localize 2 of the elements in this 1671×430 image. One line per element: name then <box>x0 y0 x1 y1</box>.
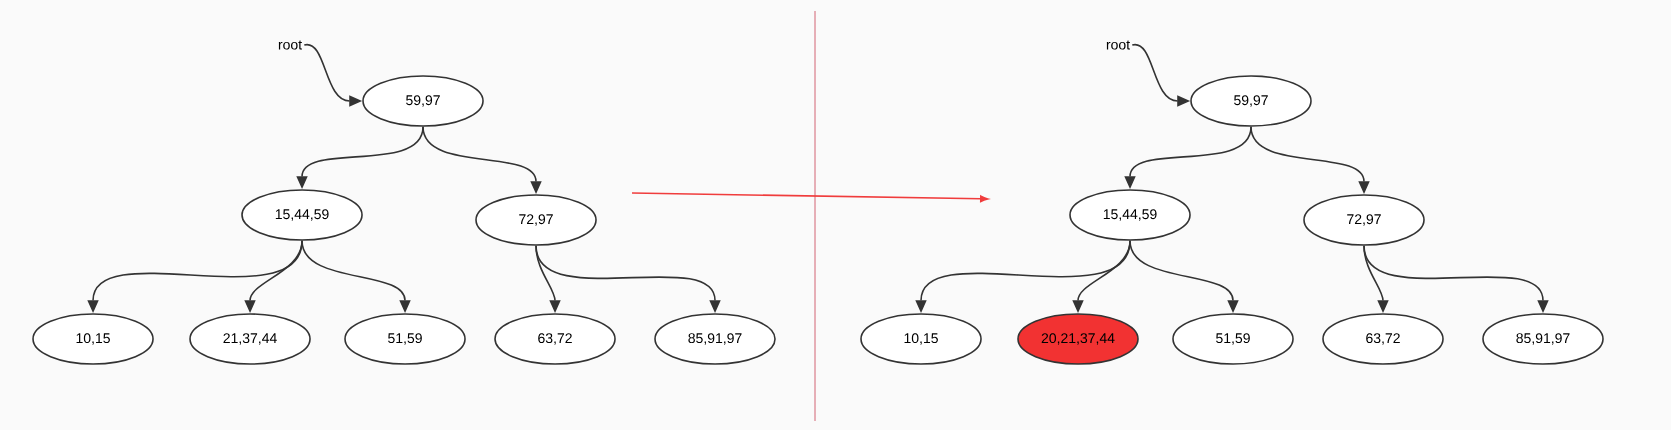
root-label: root <box>278 40 302 50</box>
root-label: root <box>1106 40 1130 50</box>
